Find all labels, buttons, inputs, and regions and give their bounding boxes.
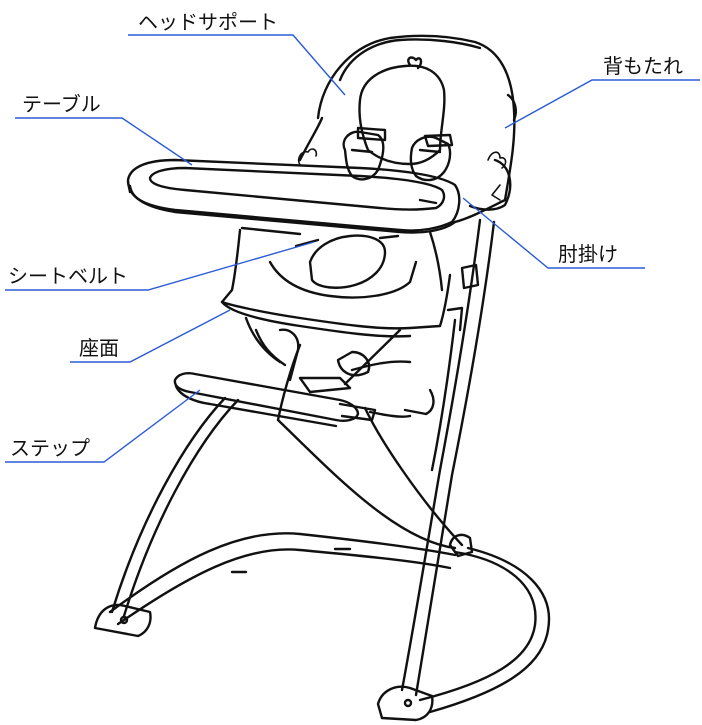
frame-braces	[244, 316, 435, 416]
headrest-cushion	[358, 56, 446, 166]
leader-headrest	[128, 34, 346, 96]
seatbelt-pad	[268, 234, 418, 299]
feet	[93, 533, 474, 722]
label-armrest: 肘掛け	[558, 242, 618, 266]
label-headrest: ヘッドサポート	[138, 10, 278, 34]
leader-seat	[70, 309, 231, 363]
tray-table	[126, 158, 461, 234]
leader-table	[15, 117, 193, 166]
high-chair-illustration	[93, 34, 551, 722]
footrest-step	[173, 372, 412, 428]
side-joints	[446, 263, 480, 332]
leader-armrest	[462, 197, 645, 269]
fabric-folds	[297, 148, 507, 201]
leader-step	[5, 389, 201, 463]
leader-lines	[5, 34, 700, 463]
rear-base	[108, 532, 551, 714]
leader-seatbelt	[5, 241, 315, 291]
part-labels: ヘッドサポート 背もたれ テーブル 肘掛け シートベルト 座面 ステップ	[8, 10, 683, 460]
label-step: ステップ	[10, 436, 90, 460]
rear-legs	[400, 218, 496, 697]
label-backrest: 背もたれ	[603, 54, 683, 78]
leader-backrest	[504, 79, 700, 129]
label-seatbelt: シートベルト	[8, 264, 128, 288]
seat-body	[220, 226, 452, 338]
label-seat: 座面	[79, 336, 119, 360]
label-table: テーブル	[22, 92, 101, 116]
backrest-shell	[298, 34, 517, 224]
